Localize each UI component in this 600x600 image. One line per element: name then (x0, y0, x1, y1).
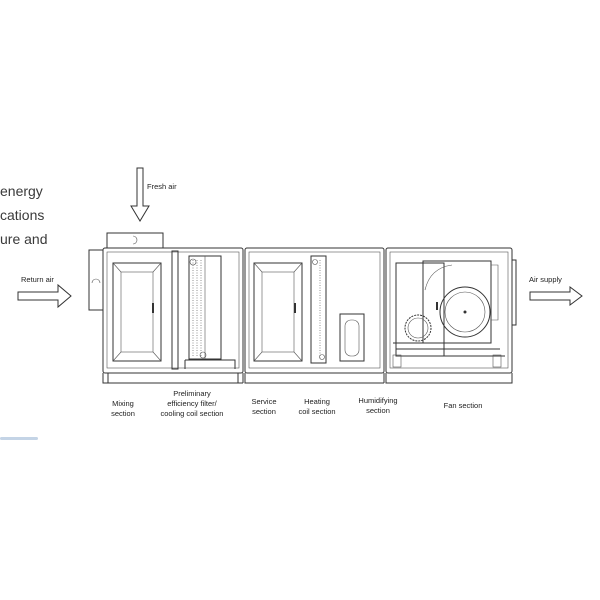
unit-casing (102, 247, 513, 384)
air-supply-arrow-icon (529, 286, 583, 306)
decorative-blue-bar (0, 437, 38, 440)
damper-icon (91, 278, 101, 284)
return-air-arrow-icon (17, 283, 72, 309)
filter-cooling-coil (171, 250, 236, 370)
air-supply-label: Air supply (529, 275, 562, 284)
side-text-line-2: cations (0, 207, 45, 223)
humidifier (339, 313, 365, 362)
fresh-air-label: Fresh air (147, 182, 177, 191)
section-label-fan: Fan section (444, 401, 483, 410)
heating-coil (310, 255, 327, 364)
return-air-label: Return air (21, 275, 54, 284)
supply-flange (511, 259, 517, 326)
fan-assembly (392, 260, 505, 368)
fresh-air-arrow-icon (130, 167, 150, 222)
fresh-air-duct (106, 232, 164, 249)
service-section-door (253, 262, 303, 362)
mixing-section-door (112, 262, 162, 362)
side-text-line-1: energy (0, 183, 43, 199)
side-text-line-3: ure and (0, 231, 48, 247)
return-air-duct (88, 249, 104, 311)
damper-icon (132, 235, 138, 245)
